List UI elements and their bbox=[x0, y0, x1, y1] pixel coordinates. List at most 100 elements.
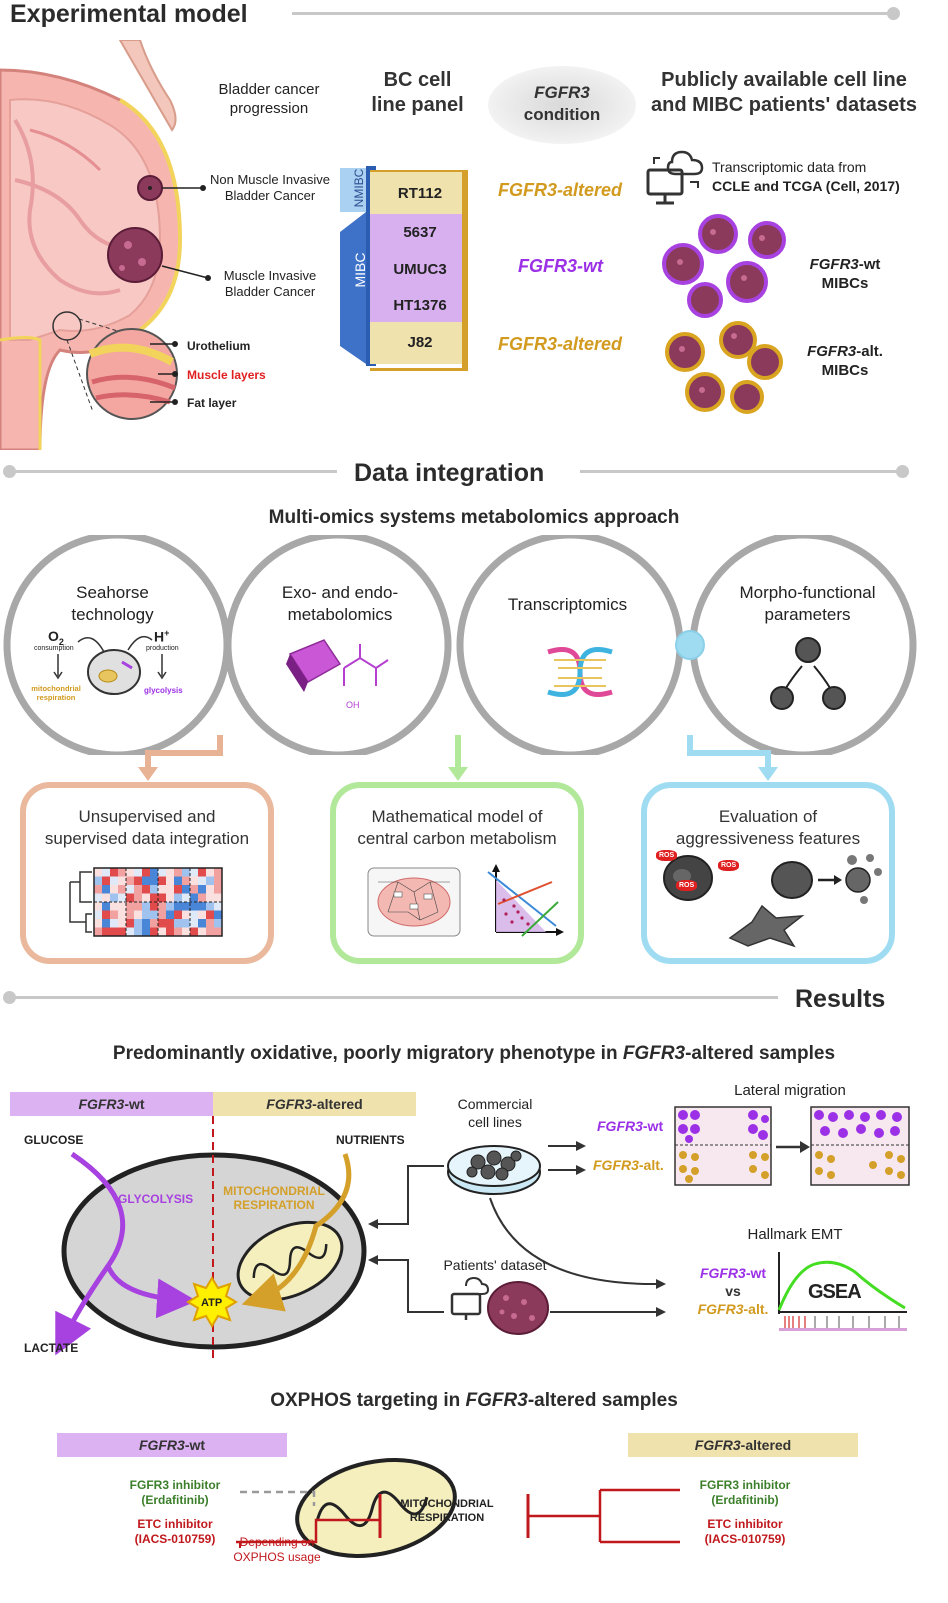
heatmap-cell bbox=[142, 876, 150, 885]
heatmap-cell bbox=[150, 876, 158, 885]
heatmap-cell bbox=[94, 902, 102, 911]
heatmap-cell bbox=[102, 868, 110, 877]
divider-dot-left bbox=[3, 465, 16, 478]
heatmap-cell bbox=[158, 885, 166, 894]
heatmap-cell bbox=[102, 902, 110, 911]
heatmap-cell bbox=[94, 885, 102, 894]
heatmap-cell bbox=[102, 927, 110, 936]
heatmap-cell bbox=[190, 919, 198, 928]
heatmap-cell bbox=[182, 885, 190, 894]
computer-cloud-icon bbox=[646, 150, 704, 205]
condition-bubble bbox=[488, 66, 636, 144]
layer-muscle: Muscle layers bbox=[187, 368, 266, 382]
heatmap-cell bbox=[214, 868, 222, 877]
wt-mibcs-label: FGFR3-wt MIBCs bbox=[809, 256, 881, 292]
heatmap-cell bbox=[182, 876, 190, 885]
heatmap-cell bbox=[102, 919, 110, 928]
lateral-migration-label: Lateral migration bbox=[734, 1082, 846, 1099]
patients-label: Patients' dataset bbox=[443, 1257, 547, 1273]
heatmap-cell bbox=[134, 868, 142, 877]
heatmap-cell bbox=[174, 910, 182, 919]
oxphos-bar-wt: FGFR3-wt bbox=[57, 1433, 287, 1457]
gsea-plot-icon bbox=[777, 1252, 907, 1331]
lactate-label: LACTATE bbox=[24, 1341, 79, 1355]
ros-badge-1: ROS bbox=[656, 850, 678, 861]
heatmap-cell bbox=[174, 927, 182, 936]
circle-label-metabolomics: Exo- and endo- metabolomics bbox=[281, 583, 399, 624]
heatmap-cell bbox=[126, 885, 134, 894]
heatmap-cell bbox=[126, 876, 134, 885]
seahorse-h: H+ bbox=[154, 628, 170, 645]
heatmap-cell bbox=[166, 893, 174, 902]
heatmap-cell bbox=[198, 885, 206, 894]
heatmap-cell bbox=[206, 893, 214, 902]
heatmap-cell bbox=[110, 885, 118, 894]
heatmap-cell bbox=[166, 927, 174, 936]
heatmap-cell bbox=[118, 910, 126, 919]
cell-row-j82-bg bbox=[370, 322, 462, 364]
heatmap-cell bbox=[182, 910, 190, 919]
cell-rows-wt-bg bbox=[370, 214, 462, 322]
section-divider bbox=[292, 12, 892, 15]
heatmap-cell bbox=[190, 902, 198, 911]
migration-arrow bbox=[776, 1141, 810, 1153]
heatmap-cell bbox=[94, 893, 102, 902]
seahorse-cell-icon bbox=[53, 635, 167, 695]
heatmap-cell bbox=[150, 893, 158, 902]
heatmap-cell bbox=[206, 885, 214, 894]
seahorse-o2: O2 bbox=[48, 628, 64, 647]
heatmap-cell bbox=[110, 893, 118, 902]
heatmap-cell bbox=[206, 910, 214, 919]
phenotype-title: Predominantly oxidative, poorly migrator… bbox=[112, 1043, 836, 1064]
alt-fgfr3-inhibitor: FGFR3 inhibitor(Erdafitinib) bbox=[699, 1478, 791, 1507]
alt-etc-inhibitor: ETC inhibitor(IACS-010759) bbox=[704, 1517, 786, 1546]
heatmap-cell bbox=[118, 919, 126, 928]
heatmap-cell bbox=[198, 927, 206, 936]
heatmap-cell bbox=[102, 885, 110, 894]
nmibc-tag: NMIBC bbox=[352, 168, 366, 208]
heatmap-cell bbox=[214, 910, 222, 919]
heatmap-cell bbox=[174, 893, 182, 902]
oxphos-diagram bbox=[236, 1458, 680, 1558]
heatmap-cell bbox=[142, 910, 150, 919]
heatmap-cell bbox=[150, 885, 158, 894]
heatmap-cell bbox=[134, 919, 142, 928]
divider-dot-results bbox=[3, 991, 16, 1004]
heatmap-cell bbox=[182, 893, 190, 902]
heatmap-cell bbox=[198, 919, 206, 928]
atp-label: ATP bbox=[201, 1297, 223, 1309]
condition-wt: FGFR3-wt bbox=[518, 256, 604, 276]
wt-etc-inhibitor: ETC inhibitor(IACS-010759) bbox=[134, 1517, 216, 1546]
mibc-label: Muscle Invasive Bladder Cancer bbox=[223, 268, 317, 299]
heatmap-cell bbox=[110, 876, 118, 885]
heatmap-cell bbox=[190, 868, 198, 877]
heatmap-cell bbox=[118, 876, 126, 885]
bar-altered: FGFR3-altered bbox=[213, 1092, 416, 1116]
metabolic-network-icon bbox=[367, 867, 461, 937]
depending-label: Depending on OXPHOS usage bbox=[233, 1535, 321, 1564]
divider-dot bbox=[887, 7, 900, 20]
circle-label-seahorse: Seahorse technology bbox=[71, 583, 154, 624]
heatmap-cell bbox=[110, 902, 118, 911]
section-divider-right bbox=[580, 470, 900, 473]
heatmap-cell bbox=[158, 876, 166, 885]
heatmap-cell bbox=[206, 902, 214, 911]
heatmap-cell bbox=[190, 927, 198, 936]
divider-dot-right bbox=[896, 465, 909, 478]
heatmap-cell bbox=[134, 876, 142, 885]
condition-word: condition bbox=[523, 105, 601, 124]
integration-subtitle: Multi-omics systems metabolomics approac… bbox=[268, 507, 680, 528]
heatmap-cell bbox=[126, 902, 134, 911]
condition-altered-2: FGFR3-altered bbox=[498, 334, 623, 354]
heatmap-cell bbox=[142, 927, 150, 936]
section-divider-left bbox=[12, 470, 337, 473]
panel-title: BC cell line panel bbox=[371, 69, 464, 116]
migration-assay-icon bbox=[674, 1106, 910, 1186]
patients-dataset-icon bbox=[450, 1276, 549, 1335]
oxphos-mito-label: MITOCHONDRIAL RESPIRATION bbox=[400, 1498, 494, 1524]
section-title-experimental-model: Experimental model bbox=[10, 0, 248, 28]
aggressiveness-icons bbox=[663, 854, 882, 948]
heatmap-cell bbox=[214, 876, 222, 885]
commercial-label: Commercial cell lines bbox=[457, 1096, 533, 1130]
card-title-integration: Unsupervised and supervised data integra… bbox=[44, 807, 250, 848]
